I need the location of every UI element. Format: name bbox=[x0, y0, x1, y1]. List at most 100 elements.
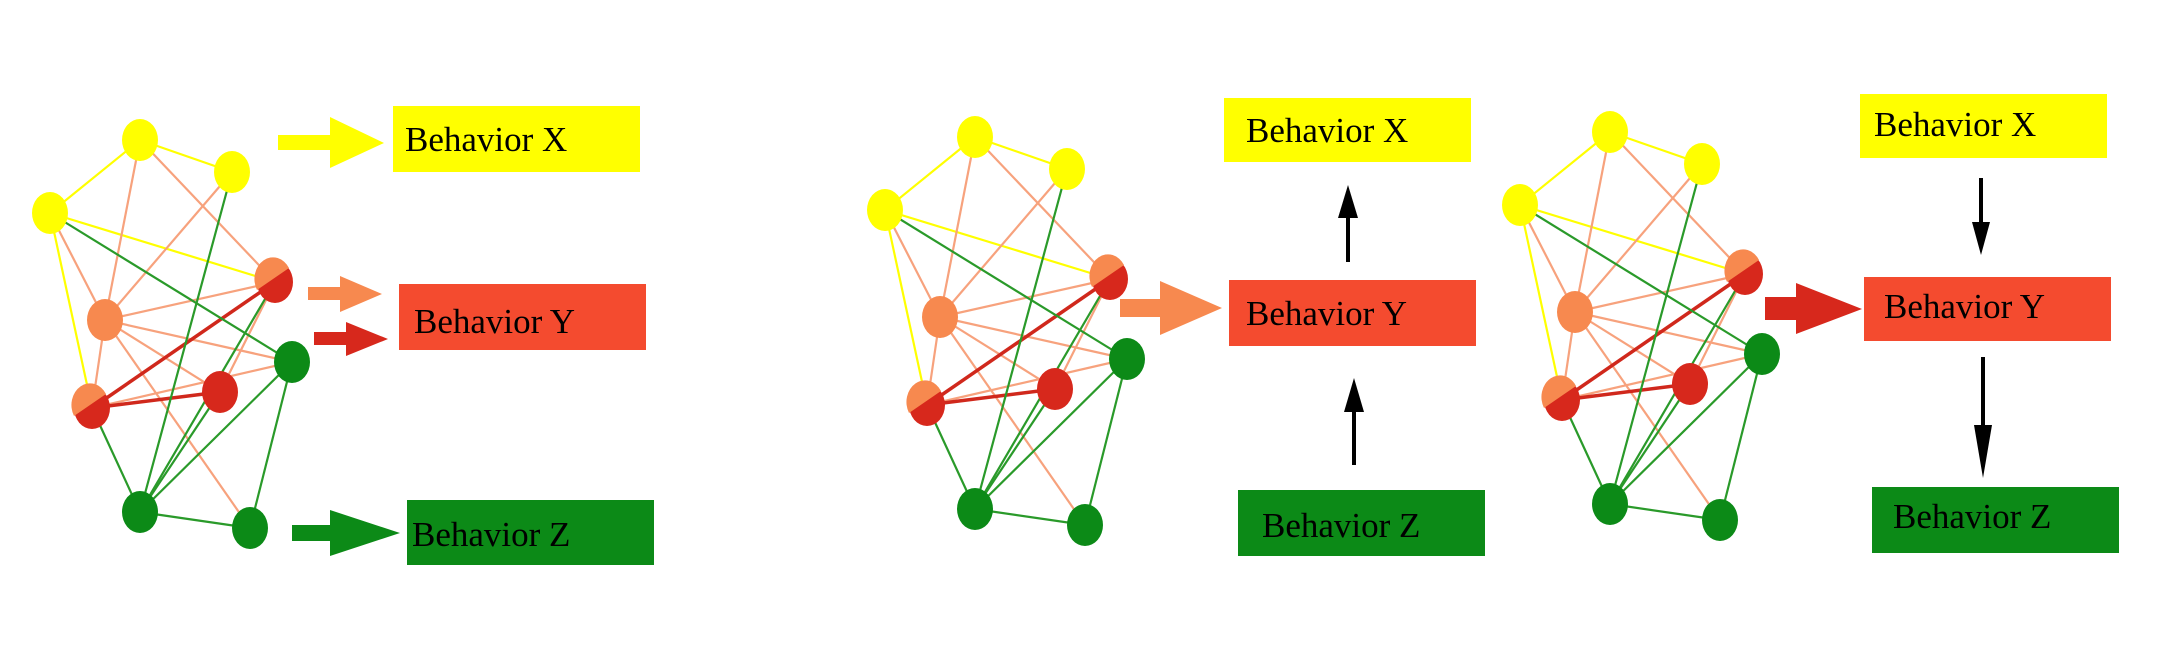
graph-edge bbox=[1574, 311, 1721, 521]
graph-edge bbox=[1518, 204, 1564, 401]
graph-edge bbox=[1574, 272, 1746, 314]
arrow-to-behavior-y-red bbox=[314, 322, 388, 356]
graph-node bbox=[1744, 333, 1780, 375]
graph-node bbox=[1049, 148, 1085, 190]
graph-edge bbox=[1574, 163, 1703, 313]
graph-edge bbox=[926, 387, 1056, 407]
graph-edge bbox=[49, 212, 293, 363]
graph-node bbox=[122, 119, 158, 161]
graph-edge bbox=[939, 277, 1111, 319]
graph-edge bbox=[139, 510, 251, 530]
behavior-y-box bbox=[1229, 280, 1476, 346]
panel-2: Behavior X Behavior Y Behavior Z bbox=[867, 98, 1485, 556]
graph-edge bbox=[926, 357, 1128, 407]
behavior-x-box bbox=[1224, 98, 1471, 162]
behavior-y-label: Behavior Y bbox=[1884, 287, 2045, 326]
graph-edge bbox=[49, 211, 276, 284]
graph-edge bbox=[104, 319, 251, 529]
behavior-x-box bbox=[393, 106, 640, 172]
graph-edge bbox=[939, 315, 1128, 361]
graph-edge bbox=[104, 318, 293, 364]
graph-node bbox=[1557, 291, 1593, 333]
arrow-to-behavior-z bbox=[292, 510, 400, 556]
graph-edge bbox=[248, 361, 294, 529]
graph-edge bbox=[974, 136, 1111, 280]
behavior-z-box bbox=[407, 500, 654, 565]
graph-edge bbox=[974, 507, 1086, 527]
graph-edge bbox=[1609, 131, 1746, 275]
behavior-y-label: Behavior Y bbox=[414, 302, 575, 341]
graph-edge bbox=[1519, 203, 1746, 276]
arrow-to-behavior-y bbox=[1120, 281, 1222, 335]
graph-node bbox=[71, 383, 110, 429]
graph-edge bbox=[926, 277, 1111, 407]
arrow-y-to-z bbox=[1974, 357, 1992, 478]
graph-edge bbox=[939, 168, 1068, 318]
graph-edge bbox=[1519, 204, 1763, 355]
graph-edge bbox=[884, 208, 1111, 281]
network-graph bbox=[32, 119, 310, 549]
behavior-x-box bbox=[1860, 94, 2107, 158]
graph-node bbox=[957, 116, 993, 158]
behavior-z-box bbox=[1238, 490, 1485, 556]
graph-edge bbox=[91, 390, 221, 410]
arrow-x-to-y bbox=[1972, 178, 1990, 255]
graph-edge bbox=[1574, 311, 1691, 385]
graph-node bbox=[122, 491, 158, 533]
graph-edge bbox=[1609, 353, 1763, 505]
graph-node bbox=[1502, 184, 1538, 226]
graph-edge bbox=[883, 209, 929, 406]
graph-edge bbox=[104, 171, 233, 321]
graph-node bbox=[1541, 375, 1580, 421]
graph-edge bbox=[884, 136, 976, 211]
graph-node bbox=[1702, 499, 1738, 541]
graph-edge bbox=[48, 212, 94, 409]
behavior-y-label: Behavior Y bbox=[1246, 294, 1407, 333]
graph-node bbox=[957, 488, 993, 530]
behavior-z-label: Behavior Z bbox=[1893, 497, 2051, 536]
graph-node bbox=[87, 299, 123, 341]
graph-node bbox=[1672, 363, 1708, 405]
arrow-to-behavior-x bbox=[278, 117, 384, 168]
graph-node bbox=[1724, 249, 1763, 295]
behavior-y-box bbox=[399, 284, 646, 350]
graph-edge bbox=[139, 391, 221, 513]
graph-node bbox=[274, 341, 310, 383]
graph-edge bbox=[973, 168, 1069, 510]
graph-node bbox=[232, 507, 268, 549]
arrow-to-behavior-y-orange bbox=[308, 276, 382, 312]
network-graph bbox=[867, 116, 1145, 546]
graph-edge bbox=[1689, 273, 1746, 385]
graph-edge bbox=[1574, 310, 1763, 356]
behavior-y-box bbox=[1864, 277, 2111, 341]
behavior-x-label: Behavior X bbox=[405, 120, 567, 159]
graph-edge bbox=[884, 209, 1128, 360]
arrow-z-to-y bbox=[1344, 378, 1364, 465]
graph-edge bbox=[974, 358, 1128, 510]
behavior-z-box bbox=[1872, 487, 2119, 553]
behavior-z-label: Behavior Z bbox=[412, 515, 570, 554]
graph-node bbox=[906, 380, 945, 426]
graph-edge bbox=[974, 388, 1056, 510]
graph-edge bbox=[1561, 382, 1691, 402]
graph-edge bbox=[1609, 502, 1721, 522]
graph-edge bbox=[1561, 352, 1763, 402]
graph-node bbox=[922, 296, 958, 338]
behavior-z-label: Behavior Z bbox=[1262, 506, 1420, 545]
graph-edge bbox=[104, 280, 276, 322]
behavior-x-label: Behavior X bbox=[1246, 111, 1408, 150]
graph-edge bbox=[103, 139, 142, 321]
graph-node bbox=[867, 189, 903, 231]
arrow-to-behavior-y bbox=[1765, 283, 1862, 334]
graph-edge bbox=[1561, 272, 1746, 402]
graph-edge bbox=[139, 361, 293, 513]
graph-node bbox=[214, 151, 250, 193]
graph-edge bbox=[138, 171, 234, 513]
network-graph bbox=[1502, 111, 1780, 541]
panel-3: Behavior X Behavior Y Behavior Z bbox=[1502, 94, 2119, 553]
graph-node bbox=[202, 371, 238, 413]
graph-edge bbox=[939, 316, 1086, 526]
panel-1: Behavior X Behavior Y Behavior Z bbox=[32, 106, 654, 565]
graph-edge bbox=[1609, 383, 1691, 505]
